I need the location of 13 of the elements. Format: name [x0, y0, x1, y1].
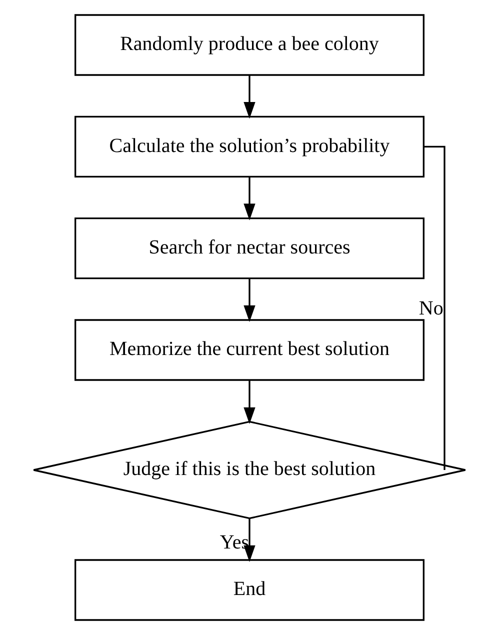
node-box: Search for nectar sources: [74, 218, 424, 280]
node-box: Calculate the solution’s probability: [74, 116, 424, 178]
node-box: End: [74, 559, 424, 621]
node-diamond: Judge if this is the best solution: [32, 420, 466, 520]
connector: [424, 146, 445, 470]
arrow: [243, 380, 255, 424]
node-box: Randomly produce a bee colony: [74, 14, 424, 76]
node-box: Memorize the current best solution: [74, 319, 424, 381]
arrow: [243, 177, 255, 220]
edge-label: No: [418, 297, 443, 320]
arrow: [243, 76, 255, 119]
arrow: [243, 278, 255, 322]
arrow: [243, 518, 255, 562]
